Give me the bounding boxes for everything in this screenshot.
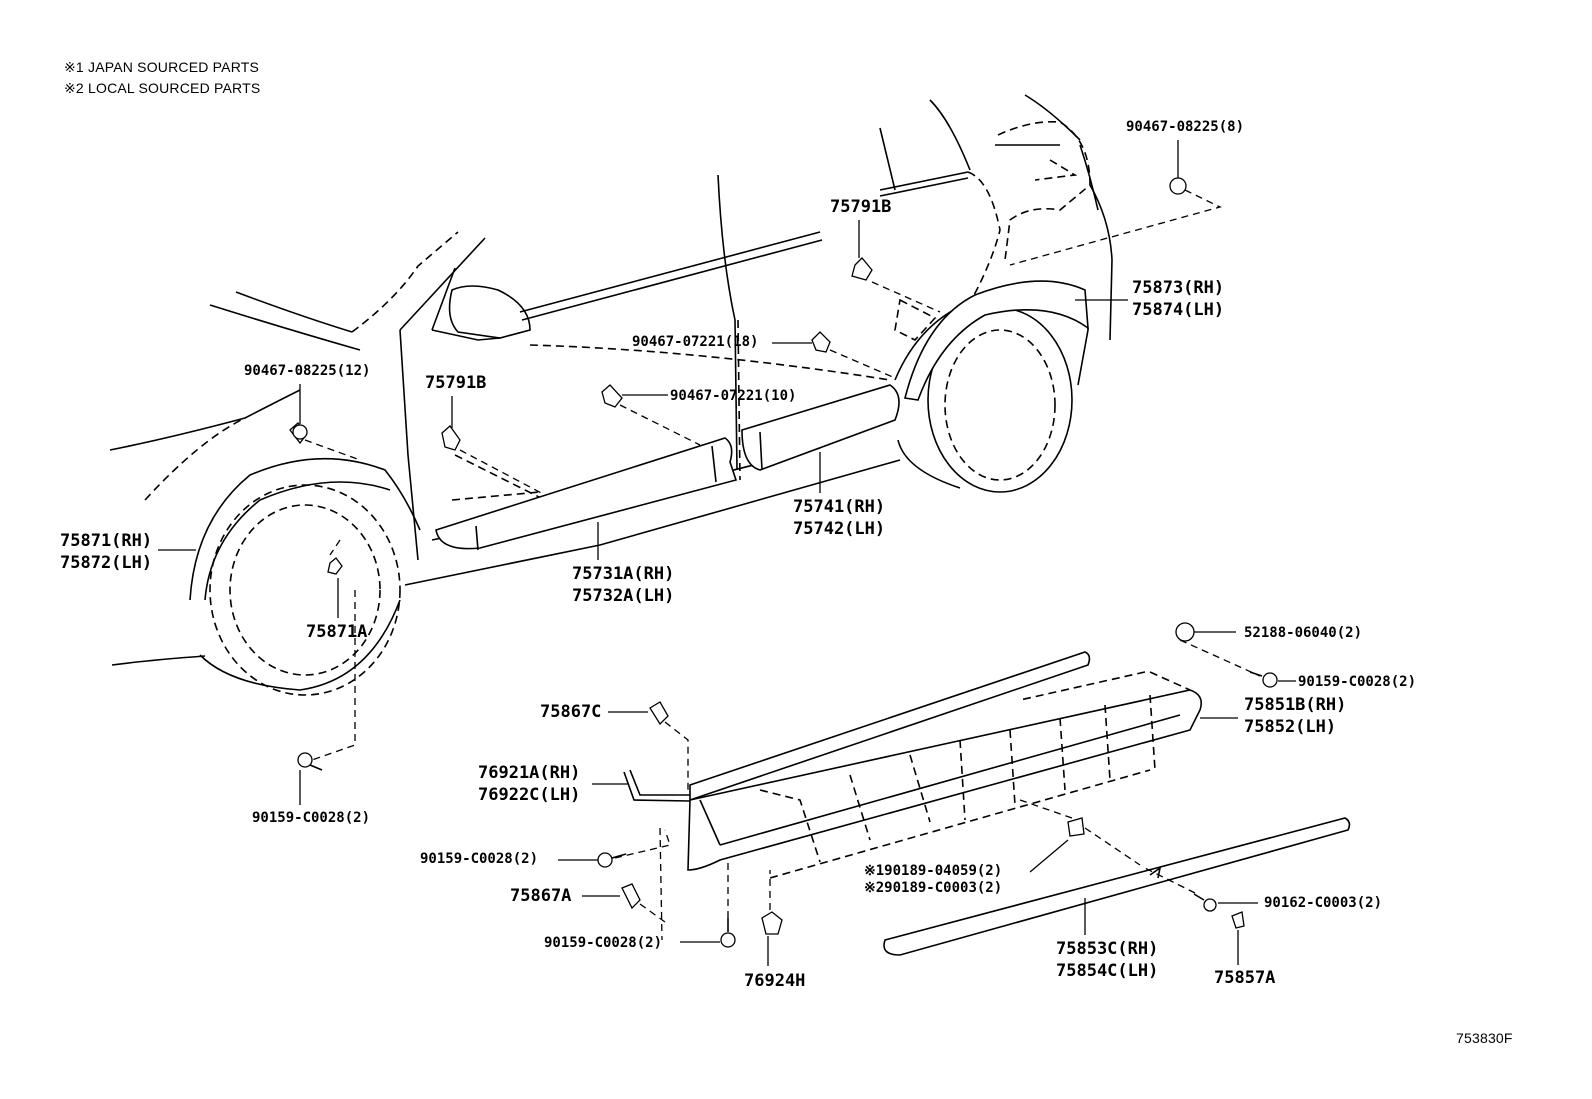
part-label-75851b-rh: 75851B(RH) [1244, 695, 1347, 715]
note-japan-sourced: ※1 JAPAN SOURCED PARTS [64, 59, 260, 75]
part-label-52188-06040: 52188-06040(2) [1244, 625, 1363, 641]
part-label-90467-08225-8: 90467-08225(8) [1126, 119, 1245, 135]
note-local-sourced: ※2 LOCAL SOURCED PARTS [64, 80, 261, 96]
part-label-75791b-lower: 75791B [425, 373, 487, 393]
part-label-190189-04059: ※190189-04059(2) [864, 863, 1003, 879]
part-label-75867a: 75867A [510, 886, 572, 906]
part-label-75852-lh: 75852(LH) [1244, 717, 1337, 737]
part-label-75741-rh: 75741(RH) [793, 497, 886, 517]
part-label-75872-lh: 75872(LH) [60, 553, 153, 573]
part-label-90159-c0028-left: 90159-C0028(2) [252, 810, 371, 826]
part-label-90467-07221-18: 90467-07221(18) [632, 334, 759, 350]
part-label-75857a: 75857A [1214, 968, 1276, 988]
part-label-75874-lh: 75874(LH) [1132, 300, 1225, 320]
part-label-75731a-rh: 75731A(RH) [572, 564, 675, 584]
part-label-75873-rh: 75873(RH) [1132, 278, 1225, 298]
part-label-75791b-upper: 75791B [830, 197, 892, 217]
rear-door-molding [741, 384, 900, 471]
fastener-icons [289, 177, 1278, 948]
part-label-90467-07221-10: 90467-07221(10) [670, 388, 797, 404]
part-label-290189-c0003: ※290189-C0003(2) [864, 880, 1003, 896]
part-label-90159-c0028-right: 90159-C0028(2) [1298, 674, 1417, 690]
part-label-90159-c0028-bottom: 90159-C0028(2) [544, 935, 663, 951]
sill-seal [623, 769, 691, 802]
part-label-76922c-lh: 76922C(LH) [478, 785, 581, 805]
part-label-90467-08225-12: 90467-08225(12) [244, 363, 371, 379]
leader-lines [158, 140, 1296, 966]
part-label-75871a: 75871A [306, 622, 368, 642]
part-label-75854c-lh: 75854C(LH) [1056, 961, 1159, 981]
part-label-75871-rh: 75871(RH) [60, 531, 153, 551]
part-label-75732a-lh: 75732A(LH) [572, 586, 675, 606]
rear-wheel-arch-molding [904, 280, 1089, 401]
part-label-76924h: 76924H [744, 971, 806, 991]
part-label-90162-c0003: 90162-C0003(2) [1264, 895, 1383, 911]
part-label-75853c-rh: 75853C(RH) [1056, 939, 1159, 959]
part-label-75867c: 75867C [540, 702, 602, 722]
part-label-76921a-rh: 76921A(RH) [478, 763, 581, 783]
rocker-panel [687, 671, 1203, 879]
front-door-molding [435, 437, 738, 551]
sill-molding-strip [689, 651, 1091, 802]
diagram-id: 753830F [1456, 1030, 1513, 1046]
part-label-90159-c0028-mid: 90159-C0028(2) [420, 851, 539, 867]
part-label-75742-lh: 75742(LH) [793, 519, 886, 539]
